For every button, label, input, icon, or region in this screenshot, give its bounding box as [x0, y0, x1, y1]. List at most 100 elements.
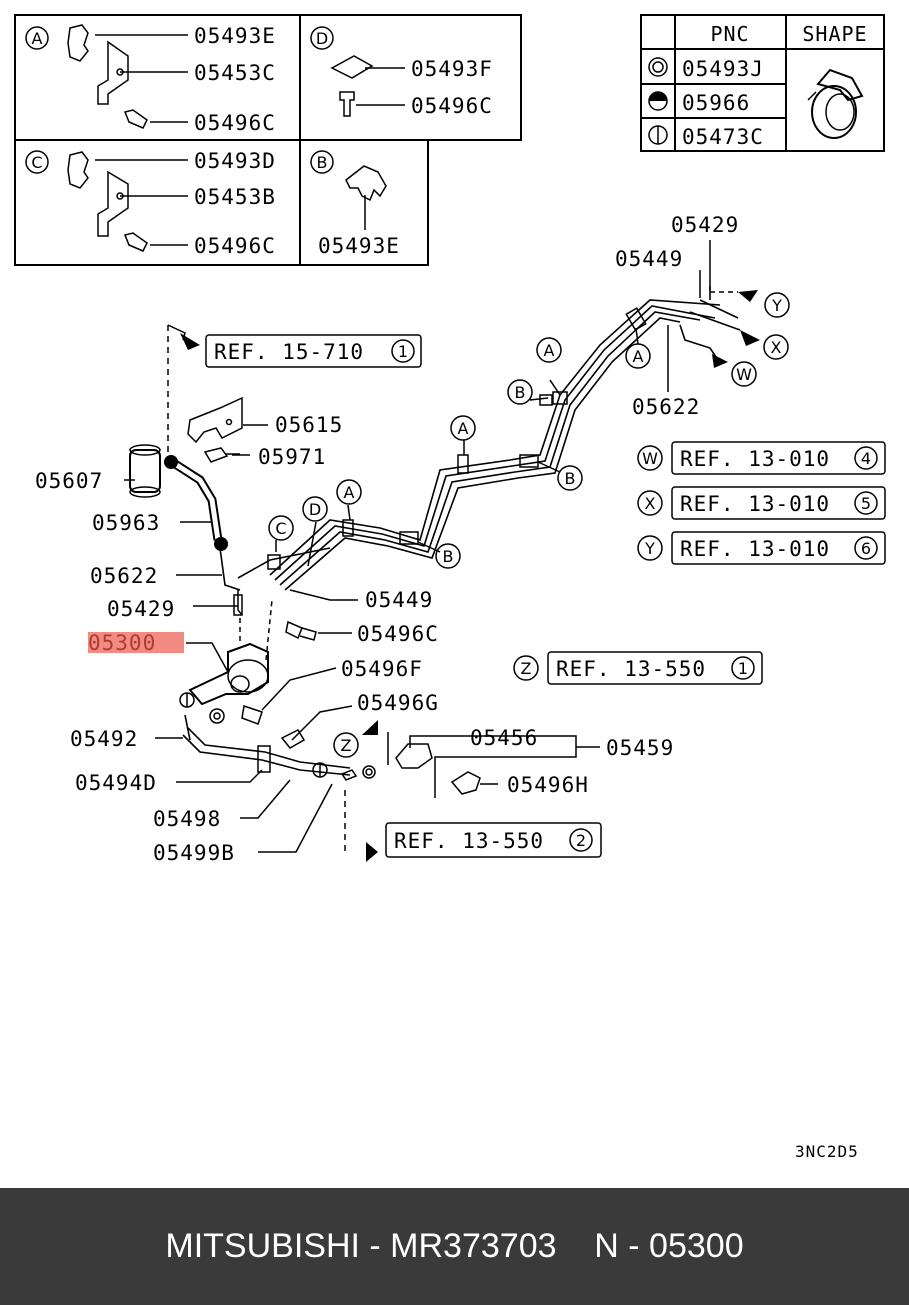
detail-box-a: A 05493E 05453C 05496C	[25, 24, 276, 135]
callout-b-3: B	[443, 547, 454, 566]
label-05622: 05622	[90, 564, 158, 588]
half-filled-circle-icon	[648, 91, 668, 111]
highlight-05300	[88, 632, 184, 653]
ref-15-710: REF. 15-710 1	[205, 334, 422, 368]
detail-box-d: D 05493F 05496C	[310, 26, 493, 118]
clip-icon	[330, 55, 374, 79]
pnc-header: PNC	[710, 22, 749, 46]
label-05607: 05607	[35, 469, 103, 493]
ref-z1-text: REF. 13-550	[556, 657, 706, 681]
pnc-row-2: 05966	[682, 91, 750, 115]
detail-box-b: B 05493E	[310, 150, 400, 258]
ref-y: Y REF. 13-010 6	[637, 531, 886, 565]
callout-b-2: B	[565, 469, 576, 488]
box-d-tag: D	[316, 29, 328, 48]
footer-bar: MITSUBISHI - MR373703 N - 05300	[0, 1188, 909, 1305]
part-labels: 05429 05449 05622 05615 05971 05607 0596…	[35, 213, 739, 865]
bracket-icon	[97, 40, 129, 105]
label-05429: 05429	[107, 597, 175, 621]
ref-z2-num: 2	[576, 831, 586, 850]
filter-bracket	[187, 396, 243, 444]
label-05492: 05492	[70, 727, 138, 751]
ref-15-710-text: REF. 15-710	[214, 340, 364, 364]
hose-clamp-shape-icon	[807, 68, 864, 139]
box-c-tag: C	[31, 153, 42, 172]
box-a-part-3: 05496C	[194, 111, 276, 135]
ref-x-tag: X	[645, 494, 656, 513]
bolt-05971	[203, 447, 240, 463]
clip-icon	[67, 24, 89, 62]
label-05499b: 05499B	[153, 841, 235, 865]
split-circle-icon	[648, 125, 668, 145]
label-05971: 05971	[258, 445, 326, 469]
box-c-part-2: 05453B	[194, 185, 276, 209]
callout-x: X	[771, 338, 782, 357]
ref-w-num: 4	[861, 449, 871, 468]
fuel-lines	[169, 286, 741, 776]
arrow-icon	[738, 290, 758, 302]
small-parts-lower	[179, 692, 328, 778]
arrow-icon	[740, 330, 760, 346]
label-05496f: 05496F	[341, 657, 423, 681]
shape-header: SHAPE	[802, 22, 867, 46]
label-05496c: 05496C	[357, 622, 439, 646]
detail-boxes: A 05493E 05453C 05496C D 05493F 05496C	[14, 14, 522, 266]
label-05494d: 05494D	[75, 771, 157, 795]
box-b-tag: B	[317, 153, 328, 172]
label-05498: 05498	[153, 807, 221, 831]
bolt-05496h	[450, 771, 481, 795]
label-05963: 05963	[92, 511, 160, 535]
label-05456: 05456	[470, 726, 538, 750]
pnc-row-1: 05493J	[682, 57, 764, 81]
callout-a-4: A	[344, 483, 355, 502]
bolt-05496c	[285, 620, 317, 641]
pipe-clips	[267, 307, 647, 570]
pnc-row-3: 05473C	[682, 125, 764, 149]
bolt-05496f	[241, 705, 263, 725]
parts-diagram: A 05493E 05453C 05496C D 05493F 05496C	[14, 14, 886, 1161]
connector-05456	[340, 743, 433, 781]
bolt-icon	[123, 109, 148, 129]
ref-w-text: REF. 13-010	[680, 447, 830, 471]
clip-icon	[345, 165, 387, 202]
callout-a-1: A	[544, 341, 555, 360]
label-05429-top: 05429	[671, 213, 739, 237]
box-a-part-1: 05493E	[194, 24, 276, 48]
ref-15-710-num: 1	[398, 342, 408, 361]
callout-d: D	[309, 500, 321, 519]
callout-y: Y	[771, 296, 782, 315]
box-a-tag: A	[32, 29, 43, 48]
label-05449: 05449	[365, 588, 433, 612]
label-05615: 05615	[275, 413, 343, 437]
bolt-icon	[339, 91, 355, 117]
detail-box-c: C 05493D 05453B 05496C	[25, 149, 276, 258]
arrows	[167, 290, 760, 862]
pnc-table: PNC SHAPE 05493J 05966 05473C	[640, 14, 885, 152]
box-a-part-2: 05453C	[194, 61, 276, 85]
bracket-icon	[97, 170, 129, 237]
label-05300: 05300	[88, 631, 156, 655]
ref-w: W REF. 13-010 4	[637, 441, 886, 475]
ref-w-tag: W	[642, 449, 658, 468]
ref-z1: Z REF. 13-550 1	[513, 651, 763, 685]
ref-z2-text: REF. 13-550	[394, 829, 544, 853]
box-b-part-1: 05493E	[318, 234, 400, 258]
footer-text: MITSUBISHI - MR373703 N - 05300	[165, 1227, 744, 1265]
ref-y-text: REF. 13-010	[680, 537, 830, 561]
leader-lines	[124, 240, 738, 855]
bolt-05496g	[280, 729, 306, 749]
fuel-damper	[188, 590, 269, 706]
callout-a-3: A	[458, 419, 469, 438]
label-05622-top: 05622	[632, 395, 700, 419]
ref-z1-tag: Z	[521, 659, 532, 678]
box-c-part-3: 05496C	[194, 234, 276, 258]
diagram-code: 3NC2D5	[795, 1142, 859, 1161]
bolt-icon	[123, 232, 148, 252]
callout-circles: A A B A B A D C B Y X W Z	[268, 292, 790, 758]
callout-a-2: A	[633, 347, 644, 366]
ref-y-tag: Y	[644, 539, 655, 558]
ref-x: X REF. 13-010 5	[637, 486, 886, 520]
box-d-part-2: 05496C	[411, 94, 493, 118]
arrow-icon	[362, 720, 378, 735]
ref-x-text: REF. 13-010	[680, 492, 830, 516]
